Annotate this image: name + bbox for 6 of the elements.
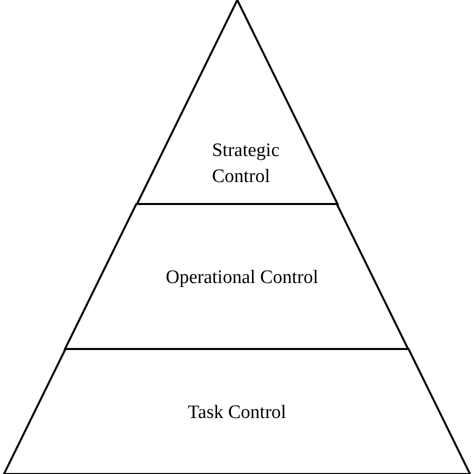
pyramid-level: [4, 349, 470, 474]
pyramid-level: [136, 0, 338, 204]
level-label: Task Control: [188, 400, 286, 424]
level-label: Operational Control: [166, 266, 318, 290]
pyramid-level: [65, 204, 409, 349]
level-label: Strategic Control: [212, 139, 281, 189]
